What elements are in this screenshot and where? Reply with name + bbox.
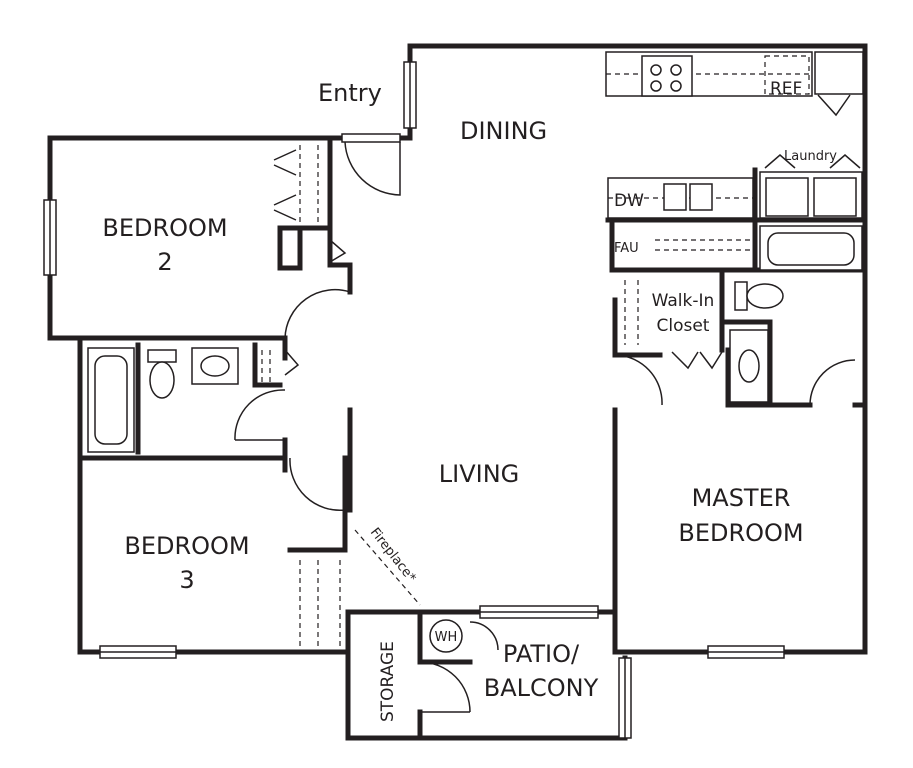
bedroom-3-label-line1: BEDROOM bbox=[124, 532, 249, 560]
water-heater-label: WH bbox=[435, 630, 458, 645]
storage-label: STORAGE bbox=[378, 641, 398, 722]
doors bbox=[234, 94, 861, 713]
walk-in-closet-label-line2: Closet bbox=[657, 316, 710, 336]
walk-in-closet-label-line1: Walk-In bbox=[652, 291, 715, 311]
patio-label-line2: BALCONY bbox=[484, 674, 599, 702]
laundry-label: Laundry bbox=[784, 149, 837, 164]
kitchen bbox=[605, 51, 864, 251]
dining-label: DINING bbox=[460, 117, 547, 145]
bedroom-3-label-line2: 3 bbox=[179, 566, 194, 594]
master-bedroom-label-line1: MASTER bbox=[692, 484, 791, 512]
bathroom-fixtures bbox=[87, 225, 863, 453]
patio-label-line1: PATIO/ bbox=[503, 640, 580, 668]
bedroom-2-label-line1: BEDROOM bbox=[102, 214, 227, 242]
misc-fixtures bbox=[299, 529, 463, 653]
windows bbox=[43, 61, 785, 739]
water-heater-icon bbox=[429, 619, 463, 653]
dishwasher-label: DW bbox=[614, 191, 644, 211]
living-label: LIVING bbox=[439, 460, 520, 488]
fireplace-label: Fireplace* bbox=[367, 525, 419, 586]
bedroom-2-label-line2: 2 bbox=[157, 248, 172, 276]
master-bedroom-label-line2: BEDROOM bbox=[678, 519, 803, 547]
refrigerator-label: REF bbox=[770, 79, 802, 99]
entry-label: Entry bbox=[318, 79, 382, 107]
fau-label: FAU bbox=[614, 241, 639, 256]
